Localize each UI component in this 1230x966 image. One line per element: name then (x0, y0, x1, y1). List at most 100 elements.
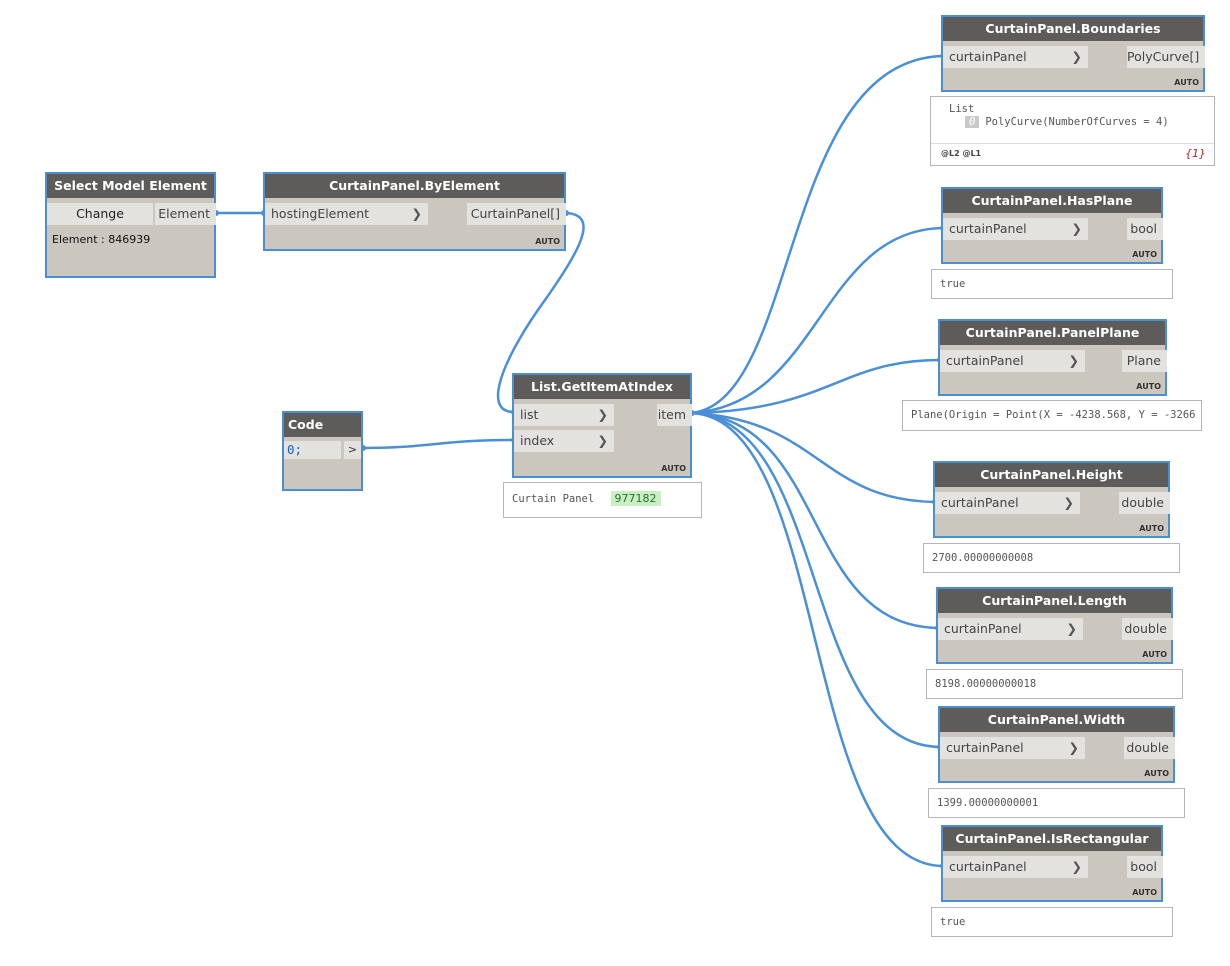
change-button[interactable]: Change (47, 203, 153, 225)
select-model-element-node[interactable]: Select Model Element Change Element Elem… (45, 172, 216, 278)
chevron-right-icon: ❯ (597, 433, 608, 448)
output-port-item[interactable]: item (657, 404, 692, 426)
getitem-preview: Curtain Panel 977182 (503, 482, 702, 518)
panelplane-node[interactable]: CurtainPanel.PanelPlane curtainPanel ❯ P… (938, 319, 1167, 396)
port-label: curtainPanel (946, 740, 1024, 755)
input-port-curtainpanel[interactable]: curtainPanel ❯ (943, 46, 1088, 68)
panelplane-preview: Plane(Origin = Point(X = -4238.568, Y = … (902, 400, 1202, 431)
input-port-curtainpanel[interactable]: curtainPanel ❯ (938, 618, 1083, 640)
node-title: CurtainPanel.PanelPlane (940, 321, 1165, 345)
lacing-badge[interactable]: AUTO (1132, 888, 1157, 897)
lacing-badge[interactable]: AUTO (661, 464, 686, 473)
output-port-element[interactable]: Element (155, 203, 216, 225)
node-title: Select Model Element (47, 174, 214, 198)
output-port-curtainpanels[interactable]: CurtainPanel[] (467, 203, 566, 225)
lacing-badge[interactable]: AUTO (535, 237, 560, 246)
input-port-curtainpanel[interactable]: curtainPanel ❯ (940, 350, 1085, 372)
node-title: Code Block (284, 413, 361, 456)
lacing-badge[interactable]: AUTO (1139, 524, 1164, 533)
length-node[interactable]: CurtainPanel.Length curtainPanel ❯ doubl… (936, 587, 1173, 664)
node-title: CurtainPanel.Width (940, 708, 1173, 732)
node-title: CurtainPanel.ByElement (265, 174, 564, 198)
output-port-bool[interactable]: bool (1127, 218, 1163, 240)
preview-list-item: 0 PolyCurve(NumberOfCurves = 4) (965, 116, 1206, 128)
output-port-double[interactable]: double (1122, 618, 1173, 640)
preview-list-label: List (949, 103, 975, 115)
node-title: CurtainPanel.Height (935, 463, 1168, 487)
list-levels: @L2 @L1 (941, 149, 982, 158)
port-label: hostingElement (271, 206, 370, 221)
preview-label: Curtain Panel (512, 493, 595, 505)
height-preview: 2700.00000000008 (923, 543, 1180, 573)
list-item-value: PolyCurve(NumberOfCurves = 4) (985, 116, 1169, 128)
boundaries-preview: List 0 PolyCurve(NumberOfCurves = 4) @L2 … (930, 96, 1215, 166)
output-port-plane[interactable]: Plane (1122, 350, 1167, 372)
port-label: index (520, 433, 555, 448)
input-port-list[interactable]: list ❯ (514, 404, 614, 426)
wire-code-to-index (362, 438, 515, 450)
chevron-right-icon: ❯ (1066, 621, 1077, 636)
height-node[interactable]: CurtainPanel.Height curtainPanel ❯ doubl… (933, 461, 1170, 538)
port-label: curtainPanel (946, 353, 1024, 368)
boundaries-node[interactable]: CurtainPanel.Boundaries curtainPanel ❯ P… (941, 15, 1205, 92)
wire-item-to-width (691, 411, 941, 749)
lacing-badge[interactable]: AUTO (1132, 250, 1157, 259)
width-node[interactable]: CurtainPanel.Width curtainPanel ❯ double… (938, 706, 1175, 783)
wire-item-to-panelplane (691, 358, 941, 415)
chevron-right-icon: ❯ (1063, 495, 1074, 510)
input-port-index[interactable]: index ❯ (514, 430, 614, 452)
output-port-bool[interactable]: bool (1127, 856, 1163, 878)
input-port-curtainpanel[interactable]: curtainPanel ❯ (943, 856, 1088, 878)
port-label: list (520, 407, 539, 422)
isrectangular-node[interactable]: CurtainPanel.IsRectangular curtainPanel … (941, 825, 1163, 902)
lacing-badge[interactable]: AUTO (1142, 650, 1167, 659)
chevron-right-icon: ❯ (1071, 859, 1082, 874)
chevron-right-icon: ❯ (411, 206, 422, 221)
wire-item-to-hasplane (691, 226, 944, 415)
wire-item-to-length (691, 411, 939, 630)
hasplane-node[interactable]: CurtainPanel.HasPlane curtainPanel ❯ boo… (941, 187, 1163, 264)
wire-item-to-isrect (691, 411, 944, 868)
byelement-node[interactable]: CurtainPanel.ByElement hostingElement ❯ … (263, 172, 566, 251)
node-title: CurtainPanel.IsRectangular (943, 827, 1161, 851)
lacing-badge[interactable]: AUTO (1144, 769, 1169, 778)
list-count: {1} (1185, 147, 1206, 160)
getitematindex-node[interactable]: List.GetItemAtIndex list ❯ index ❯ item … (512, 373, 692, 478)
output-port-double[interactable]: double (1119, 492, 1170, 514)
chevron-right-icon: ❯ (1071, 221, 1082, 236)
chevron-right-icon: ❯ (1068, 740, 1079, 755)
node-title: CurtainPanel.HasPlane (943, 189, 1161, 213)
input-port-curtainpanel[interactable]: curtainPanel ❯ (940, 737, 1085, 759)
code-block-node[interactable]: Code Block 0; > (282, 411, 363, 491)
node-title: CurtainPanel.Length (938, 589, 1171, 613)
lacing-badge[interactable]: AUTO (1174, 78, 1199, 87)
port-label: curtainPanel (944, 621, 1022, 636)
port-label: curtainPanel (949, 49, 1027, 64)
port-label: curtainPanel (949, 221, 1027, 236)
preview-element-id[interactable]: 977182 (610, 491, 661, 506)
input-port-curtainpanel[interactable]: curtainPanel ❯ (935, 492, 1080, 514)
port-label: curtainPanel (949, 859, 1027, 874)
output-port-polycurves[interactable]: PolyCurve[] (1127, 46, 1205, 68)
element-info: Element : 846939 (52, 233, 151, 246)
hasplane-preview: true (931, 269, 1173, 299)
chevron-right-icon: ❯ (597, 407, 608, 422)
list-index: 0 (965, 116, 980, 128)
wire-panels-to-list (496, 211, 585, 414)
chevron-right-icon: ❯ (1071, 49, 1082, 64)
lacing-badge[interactable]: AUTO (1136, 382, 1161, 391)
node-title: List.GetItemAtIndex (514, 375, 690, 399)
isrectangular-preview: true (931, 907, 1173, 937)
code-input[interactable]: 0; (284, 441, 341, 459)
length-preview: 8198.00000000018 (926, 669, 1183, 699)
output-port-double[interactable]: double (1124, 737, 1175, 759)
input-port-curtainpanel[interactable]: curtainPanel ❯ (943, 218, 1088, 240)
output-port-code[interactable]: > (344, 441, 361, 459)
wire-item-to-boundaries (691, 54, 944, 415)
port-label: curtainPanel (941, 495, 1019, 510)
node-title: CurtainPanel.Boundaries (943, 17, 1203, 41)
input-port-hostingelement[interactable]: hostingElement ❯ (265, 203, 428, 225)
width-preview: 1399.00000000001 (928, 788, 1185, 818)
wire-item-to-height (691, 411, 936, 504)
chevron-right-icon: ❯ (1068, 353, 1079, 368)
